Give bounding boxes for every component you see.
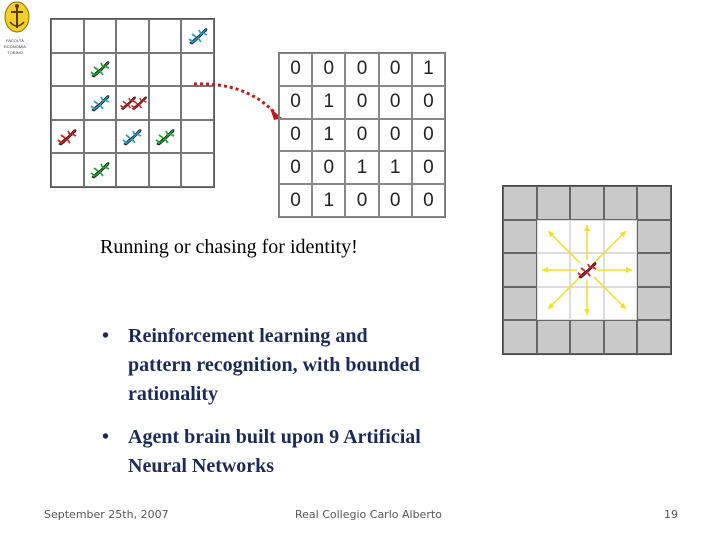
lizard-icon xyxy=(90,61,110,78)
lizard-icon xyxy=(119,96,136,111)
lizard-icon xyxy=(188,28,208,45)
grid-cell xyxy=(116,52,149,87)
faculty-seal-icon xyxy=(4,1,30,33)
grid-cell xyxy=(148,153,182,187)
footer-page-number: 19 xyxy=(664,508,678,521)
grid-cell xyxy=(116,153,149,187)
matrix-cell: 0 xyxy=(411,151,445,185)
slide-heading: Running or chasing for identity! xyxy=(100,236,358,258)
outer-cell xyxy=(637,286,671,321)
outer-cell xyxy=(503,320,537,354)
outer-cell xyxy=(503,253,537,287)
matrix-cell: 1 xyxy=(312,184,346,217)
bullet-marker: • xyxy=(102,325,110,347)
matrix-cell: 0 xyxy=(411,184,445,217)
movement-rays-icon xyxy=(542,225,632,315)
grid-cell xyxy=(116,19,149,53)
bullet-marker: • xyxy=(102,426,110,448)
matrix-cell: 0 xyxy=(279,118,313,152)
matrix-cell: 0 xyxy=(411,85,445,119)
movement-neighborhood-grid xyxy=(502,185,672,355)
matrix-cell: 1 xyxy=(378,151,412,185)
matrix-cell: 0 xyxy=(378,53,412,86)
outer-cell xyxy=(603,320,638,354)
grid-cell xyxy=(116,119,149,154)
outer-cell xyxy=(536,320,571,354)
grid-cell xyxy=(148,19,182,53)
footer-institution: Real Collegio Carlo Alberto xyxy=(295,508,442,521)
faculty-logo xyxy=(2,0,30,62)
outer-cell xyxy=(570,186,604,220)
lizard-icon xyxy=(90,95,110,112)
outer-cell xyxy=(503,286,537,321)
outer-cell xyxy=(503,186,537,220)
matrix-cell: 0 xyxy=(345,85,379,119)
grid-cell xyxy=(83,119,117,154)
matrix-cell: 0 xyxy=(279,53,313,86)
grid-cell xyxy=(181,119,214,154)
grid-cell xyxy=(148,119,182,154)
matrix-cell: 0 xyxy=(345,53,379,86)
outer-cell xyxy=(637,320,671,354)
lizard-icon xyxy=(57,128,77,146)
lizard-icon xyxy=(155,128,175,146)
grid-cell xyxy=(148,52,182,87)
bullet-text: Agent brain built upon 9 Artificial Neur… xyxy=(128,426,421,477)
matrix-cell: 0 xyxy=(378,184,412,217)
grid-cell xyxy=(51,52,84,87)
matrix-cell: 1 xyxy=(312,85,346,119)
grid-cell xyxy=(51,119,84,154)
lizard-icon xyxy=(130,96,147,111)
grid-cell xyxy=(83,19,117,53)
outer-cell xyxy=(503,219,537,254)
logo-text-line-3: TORINO xyxy=(7,50,23,55)
logo-text-line-1: FACOLTÀ xyxy=(6,38,24,43)
matrix-cell: 0 xyxy=(312,53,346,86)
matrix-cell: 0 xyxy=(345,118,379,152)
lizard-icon xyxy=(577,262,597,279)
matrix-cell: 0 xyxy=(411,118,445,152)
bullet-item-2: • Agent brain built upon 9 Artificial Ne… xyxy=(102,423,428,481)
logo-text-line-2: ECONOMIA xyxy=(4,44,26,49)
grid-cell xyxy=(181,19,214,53)
matrix-cell: 0 xyxy=(279,151,313,185)
lizard-icon xyxy=(90,162,110,179)
matrix-cell: 0 xyxy=(345,184,379,217)
outer-cell xyxy=(637,186,671,220)
footer-date: September 25th, 2007 xyxy=(44,508,169,521)
grid-cell xyxy=(148,86,182,120)
outer-cell xyxy=(637,253,671,287)
matrix-cell: 0 xyxy=(378,118,412,152)
grid-cell xyxy=(51,86,84,120)
outer-cell xyxy=(536,186,571,220)
grid-cell xyxy=(181,153,214,187)
grid-cell xyxy=(51,19,84,53)
matrix-cell: 0 xyxy=(279,85,313,119)
grid-cell xyxy=(83,52,117,87)
lizard-icon xyxy=(122,128,142,146)
outer-cell xyxy=(603,186,638,220)
outer-cell xyxy=(570,320,604,354)
bullet-text: Reinforcement learning and pattern recog… xyxy=(128,325,420,405)
matrix-cell: 1 xyxy=(345,151,379,185)
grid-cell xyxy=(181,86,214,120)
grid-cell xyxy=(181,52,214,87)
matrix-cell: 0 xyxy=(312,151,346,185)
grid-cell xyxy=(51,153,84,187)
lizard-world-grid xyxy=(50,18,215,188)
matrix-cell: 0 xyxy=(279,184,313,217)
grid-cell xyxy=(116,86,149,120)
outer-cell xyxy=(637,219,671,254)
grid-cell xyxy=(83,153,117,187)
bullet-item-1: • Reinforcement learning and pattern rec… xyxy=(102,322,428,409)
grid-cell xyxy=(83,86,117,120)
dotted-arrow-icon xyxy=(193,82,282,120)
matrix-cell: 1 xyxy=(312,118,346,152)
matrix-cell: 1 xyxy=(411,53,445,86)
matrix-cell: 0 xyxy=(378,85,412,119)
